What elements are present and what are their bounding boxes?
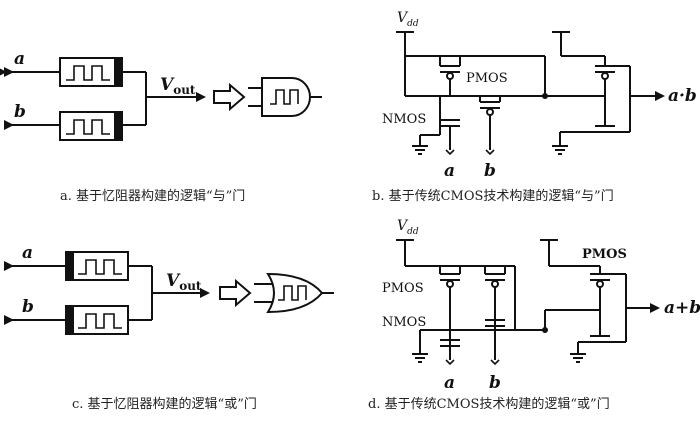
pmos2-bubble-d	[491, 280, 499, 288]
output-arrow-icon-b	[655, 91, 665, 101]
caption-a: a. 基于忆阻器构建的逻辑“与”门	[60, 188, 245, 204]
memristor-1-symbol	[66, 65, 110, 81]
memristor-2-polarity-band	[114, 112, 122, 140]
memristor-4	[65, 305, 129, 335]
input-a-label-c: a	[22, 243, 33, 263]
caption-d: d. 基于传统CMOS技术构建的逻辑“或”门	[368, 396, 610, 412]
equivalence-arrow-icon	[213, 82, 246, 112]
input-b-mark-b	[485, 149, 495, 156]
output-arrow-icon-d	[650, 303, 660, 313]
or-gate-memristor-glyph	[278, 285, 307, 301]
memristor-4-polarity-band	[66, 306, 74, 334]
input-b-label: b	[14, 102, 26, 122]
memristor-2-symbol	[66, 119, 110, 135]
panel-a-memristor-and: a b Vout a. 基于忆阻器构建的逻辑“与”门	[0, 49, 322, 204]
input-a-arrow-icon-c	[4, 261, 14, 271]
memristor-2	[59, 111, 123, 141]
input-a-label-b: a	[444, 161, 455, 181]
vout-label-c: Vout	[166, 271, 202, 293]
input-a-label: a	[14, 49, 25, 69]
input-a-arrow-icon	[4, 67, 14, 77]
and-gate-icon	[261, 77, 311, 117]
output-label-d: a+b	[664, 298, 700, 318]
memristor-1	[59, 57, 123, 87]
caption-c: c. 基于忆阻器构建的逻辑“或”门	[72, 396, 257, 412]
memristor-4-symbol	[78, 313, 122, 329]
vout-label: Vout	[160, 75, 196, 97]
panel-b-cmos-and: Vdd PMOS NMOS	[372, 10, 697, 204]
vdd-label-b: Vdd	[397, 10, 419, 29]
vdd-label-d: Vdd	[397, 218, 419, 237]
input-b-label-c: b	[22, 297, 34, 317]
and-gate-memristor-glyph	[270, 89, 299, 105]
input-b-label-d: b	[489, 373, 501, 393]
input-b-arrow-icon-c	[4, 315, 14, 325]
panel-c-memristor-or: a b Vout c. 基于忆阻器构建的逻辑“或”门	[4, 243, 334, 412]
pmos-right-label-d: PMOS	[582, 247, 627, 262]
pmos2-bubble-b	[486, 108, 494, 116]
or-gate-icon	[266, 272, 324, 314]
input-a-mark-b	[445, 149, 455, 156]
nmos-label-d: NMOS	[382, 315, 426, 330]
memristor-3	[65, 251, 129, 281]
vout-arrow-icon-c	[200, 288, 210, 298]
memristor-1-polarity-band	[114, 58, 122, 86]
input-a-label-d: a	[444, 373, 455, 393]
vout-arrow-icon	[196, 92, 206, 102]
input-b-label-b: b	[484, 161, 496, 181]
output-label-b: a·b	[668, 86, 697, 106]
memristor-3-symbol	[78, 259, 122, 275]
pmos1-bubble-b	[446, 72, 454, 80]
pmos-label-b: PMOS	[466, 71, 508, 86]
input-b-arrow-icon	[4, 120, 14, 130]
memristor-3-polarity-band	[66, 252, 74, 280]
panel-d-cmos-or: Vdd PMOS NMOS a b	[368, 218, 700, 412]
caption-b: b. 基于传统CMOS技术构建的逻辑“与”门	[372, 188, 614, 204]
input-b-mark-d	[490, 359, 500, 366]
nmos-label-b: NMOS	[382, 112, 426, 127]
equivalence-arrow-icon-c	[219, 278, 252, 308]
inv-pmos-bubble-d	[596, 280, 604, 288]
pmos1-bubble-d	[446, 280, 454, 288]
pmos-left-label-d: PMOS	[382, 281, 424, 296]
input-a-mark-d	[445, 359, 455, 366]
inv-pmos-bubble-b	[601, 72, 609, 80]
